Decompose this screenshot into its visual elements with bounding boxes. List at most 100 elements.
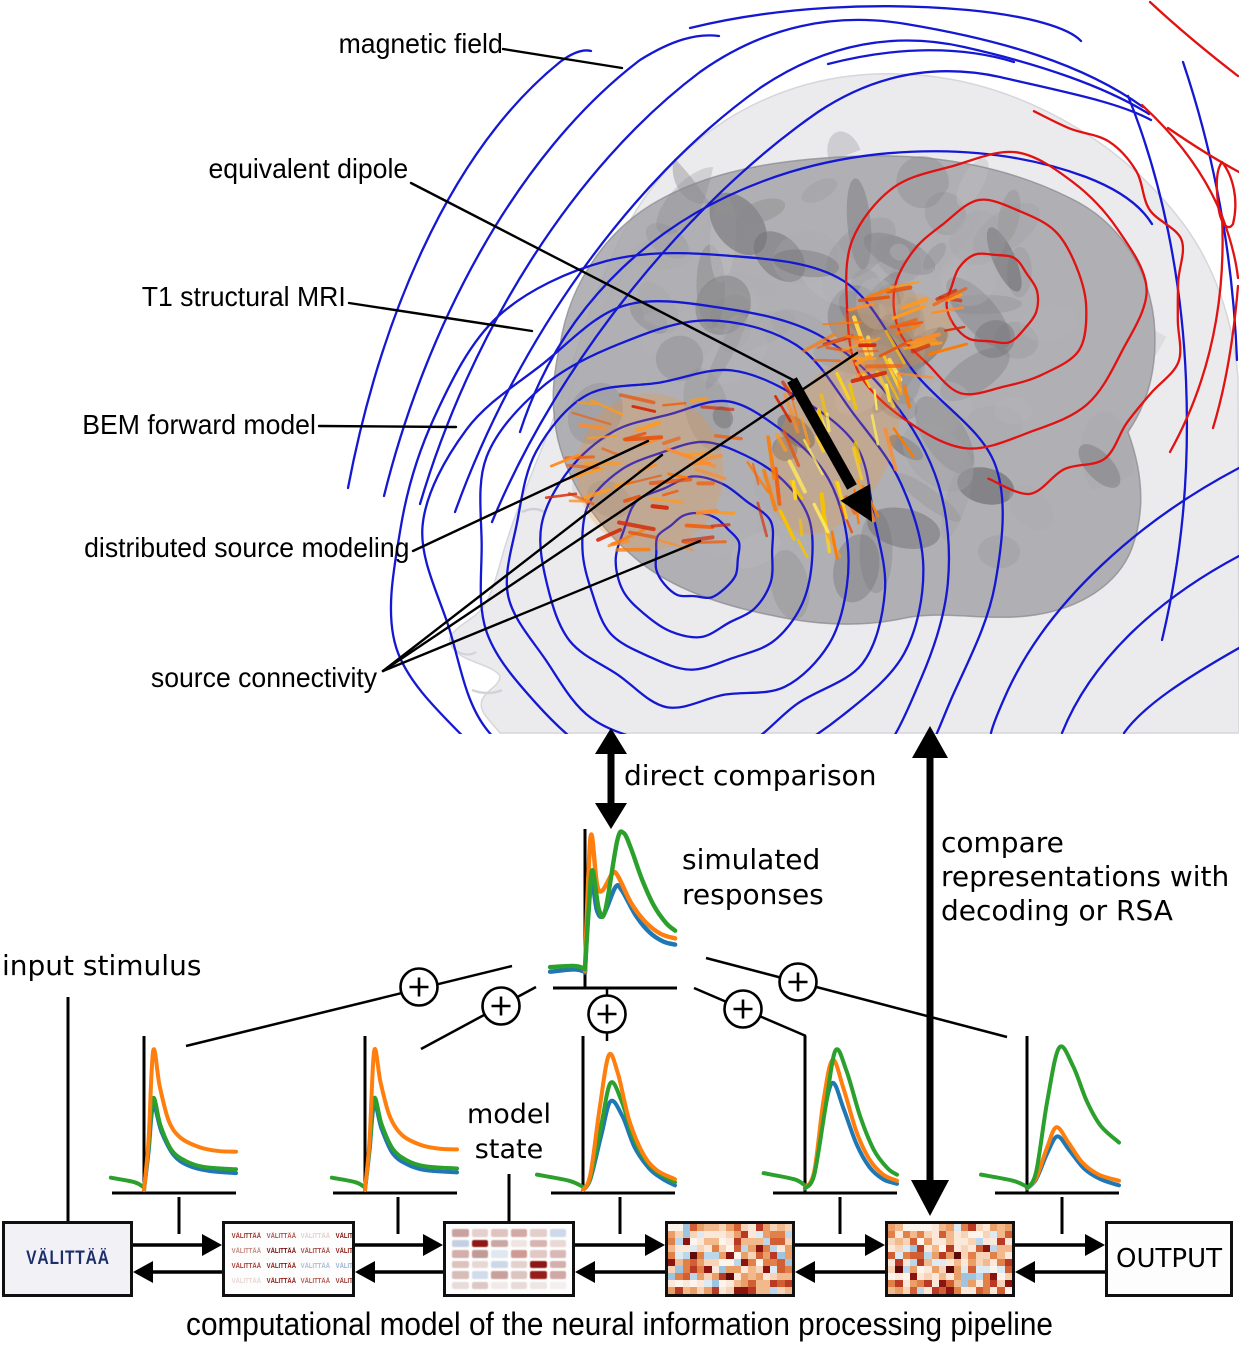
heatmap-cell (697, 1273, 705, 1280)
word-stamp: VÄLITTÄÄ (231, 1233, 262, 1240)
heatmap-cell (668, 1238, 676, 1245)
heatmap-cell (1004, 1266, 1012, 1273)
heatmap-cell (924, 1231, 932, 1238)
heatmap-cell (748, 1252, 756, 1259)
heatmap-cell (770, 1266, 778, 1273)
heatmap-cell (975, 1224, 983, 1231)
heatmap-cell (982, 1231, 991, 1238)
heatmap-cell (975, 1259, 983, 1266)
pipeline-box-input-stimulus: VÄLITTÄÄ (2, 1221, 133, 1297)
word-stamp: VÄLITTÄÄ (300, 1263, 331, 1270)
heatmap-cell (975, 1266, 983, 1273)
heatmap-cell (953, 1287, 961, 1294)
heatmap-cell (1004, 1245, 1012, 1252)
heatmap-cell (968, 1280, 976, 1287)
heatmap-cell (719, 1245, 727, 1252)
heatmap-cell (719, 1287, 727, 1294)
heatmap-cell (675, 1259, 683, 1266)
heatmap-cell (740, 1266, 749, 1273)
heatmap-cell (902, 1231, 910, 1238)
heatmap-cell (888, 1238, 896, 1245)
label-compare-representations: compare representations with decoding or… (941, 826, 1229, 928)
representation-patch (471, 1250, 488, 1258)
heatmap-cell (946, 1224, 954, 1231)
heatmap-cell (726, 1259, 734, 1266)
heatmap-cell (931, 1280, 940, 1287)
heatmap-cell (924, 1238, 932, 1245)
representation-patch (549, 1281, 566, 1289)
output-label: OUTPUT (1116, 1244, 1222, 1274)
heatmap-cell (939, 1266, 947, 1273)
heatmap-cell (975, 1273, 983, 1280)
heatmap-cell (777, 1245, 785, 1252)
heatmap-cell (704, 1280, 712, 1287)
heatmap-cell (762, 1245, 771, 1252)
heatmap-cell (909, 1224, 918, 1231)
word-stamp: VÄLITTÄÄ (300, 1248, 331, 1255)
heatmap-cell (909, 1280, 918, 1287)
heatmap-cell (784, 1231, 792, 1238)
heatmap-cell (711, 1266, 720, 1273)
heatmap-cell (902, 1287, 910, 1294)
heatmap-cell (755, 1231, 763, 1238)
heatmap-cell (770, 1273, 778, 1280)
heatmap-cell (909, 1259, 918, 1266)
heatmap-cell (960, 1245, 969, 1252)
heatmap-cell (755, 1238, 763, 1245)
heatmap-cell (946, 1266, 954, 1273)
heatmap-cell (968, 1224, 976, 1231)
heatmap-cell (719, 1259, 727, 1266)
heatmap-cell (909, 1273, 918, 1280)
label-direct-comparison: direct comparison (624, 759, 877, 792)
pipeline-box-heatmap-b (885, 1221, 1015, 1297)
label-t1-structural-mri: T1 structural MRI (142, 281, 346, 312)
heatmap-cell (726, 1238, 734, 1245)
heatmap-cell (1004, 1280, 1012, 1287)
heatmap-cell (668, 1231, 676, 1238)
heatmap-cell (689, 1245, 698, 1252)
heatmap-cell (719, 1266, 727, 1273)
heatmap-cell (668, 1224, 676, 1231)
heatmap-cell (740, 1280, 749, 1287)
heatmap-cell (740, 1238, 749, 1245)
heatmap-cell (895, 1245, 903, 1252)
heatmap-cell (689, 1238, 698, 1245)
heatmap-cell (1004, 1231, 1012, 1238)
heatmap-cell (888, 1280, 896, 1287)
representation-patch (549, 1250, 566, 1258)
figure-caption: computational model of the neural inform… (186, 1306, 1053, 1342)
heatmap-cell (784, 1266, 792, 1273)
heatmap-cell (755, 1245, 763, 1252)
heatmap-cell (777, 1273, 785, 1280)
heatmap-cell (711, 1238, 720, 1245)
heatmap-cell (990, 1238, 998, 1245)
heatmap-cell (895, 1252, 903, 1259)
heatmap-cell (990, 1287, 998, 1294)
compare-line1: compare (941, 826, 1064, 859)
heatmap-cell (902, 1273, 910, 1280)
heatmap-cell (960, 1273, 969, 1280)
heatmap-cell (675, 1287, 683, 1294)
heatmap-cell (931, 1231, 940, 1238)
heatmap-cell (697, 1231, 705, 1238)
model-state-line2: state (474, 1134, 544, 1165)
heatmap-cell (990, 1259, 998, 1266)
heatmap-cell (697, 1238, 705, 1245)
heatmap-cell (770, 1245, 778, 1252)
heatmap-cell (939, 1238, 947, 1245)
heatmap-cell (917, 1231, 925, 1238)
heatmap-cell (726, 1231, 734, 1238)
label-source-connectivity: source connectivity (150, 662, 377, 693)
heatmap-cell (697, 1252, 705, 1259)
heatmap-cell (939, 1252, 947, 1259)
heatmap-cell (946, 1259, 954, 1266)
representation-patch (452, 1260, 469, 1268)
heatmap-cell (784, 1287, 792, 1294)
heatmap-cell (784, 1259, 792, 1266)
representation-patch (530, 1250, 547, 1258)
heatmap-cell (939, 1273, 947, 1280)
representation-patch (491, 1260, 508, 1268)
representation-patch (530, 1239, 547, 1247)
heatmap-cell (675, 1238, 683, 1245)
